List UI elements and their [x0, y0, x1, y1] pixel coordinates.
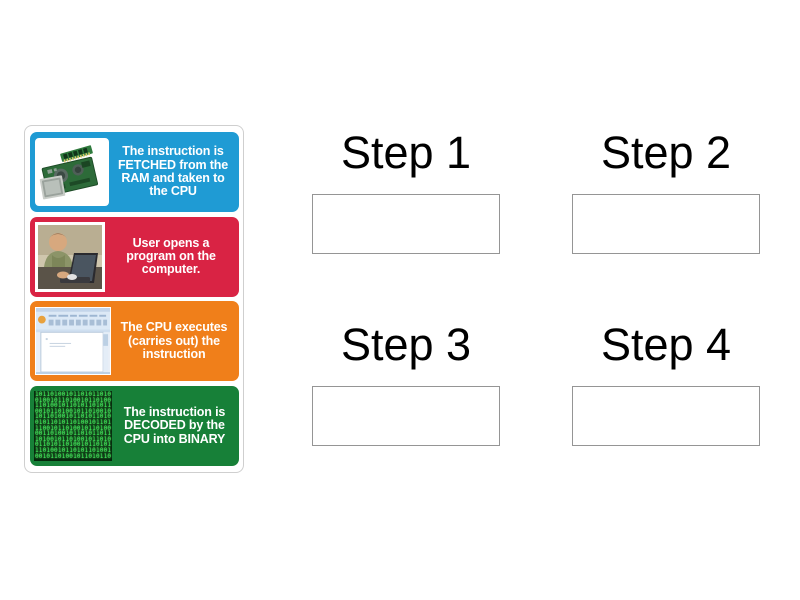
- word-processor-icon: [36, 308, 110, 375]
- green-binary-code-photo: 1011010010110101101001001011010010110100…: [34, 390, 112, 461]
- word-processor-window-screenshot: [35, 307, 111, 376]
- step-2-drop-zone[interactable]: [572, 194, 760, 254]
- step-1-drop-zone[interactable]: [312, 194, 500, 254]
- tile-fetched-label: The instruction is FETCHED from the RAM …: [117, 144, 229, 199]
- step-2-cell: Step 2: [572, 130, 760, 254]
- binary-digits: 1011010010110101101001001011010010110100…: [34, 390, 112, 461]
- tile-executes-label: The CPU executes (carries out) the instr…: [120, 320, 228, 362]
- tile-decoded-label: The instruction is DECODED by the CPU in…: [123, 404, 226, 446]
- draggable-tiles-panel[interactable]: The instruction is FETCHED from the RAM …: [24, 125, 244, 473]
- motherboard-ram-icon: [37, 140, 107, 204]
- step-4-drop-zone[interactable]: [572, 386, 760, 446]
- tile-fetched[interactable]: The instruction is FETCHED from the RAM …: [30, 132, 239, 212]
- tile-decoded[interactable]: 1011010010110101101001001011010010110100…: [30, 385, 239, 466]
- tile-executes[interactable]: The CPU executes (carries out) the instr…: [30, 301, 239, 382]
- step-3-cell: Step 3: [312, 322, 500, 446]
- motherboard-ram-photo: [35, 138, 109, 206]
- tile-user-opens[interactable]: User opens a program on the computer.: [30, 216, 239, 297]
- step-1-cell: Step 1: [312, 130, 500, 254]
- man-using-laptop-icon: [38, 224, 102, 289]
- tile-user-opens-label: User opens a program on the computer.: [126, 235, 216, 277]
- step-3-drop-zone[interactable]: [312, 386, 500, 446]
- man-using-laptop-photo: [35, 221, 105, 292]
- step-3-label: Step 3: [340, 319, 472, 370]
- step-4-cell: Step 4: [572, 322, 760, 446]
- step-1-label: Step 1: [340, 127, 472, 178]
- step-4-label: Step 4: [600, 319, 732, 370]
- step-2-label: Step 2: [600, 127, 732, 178]
